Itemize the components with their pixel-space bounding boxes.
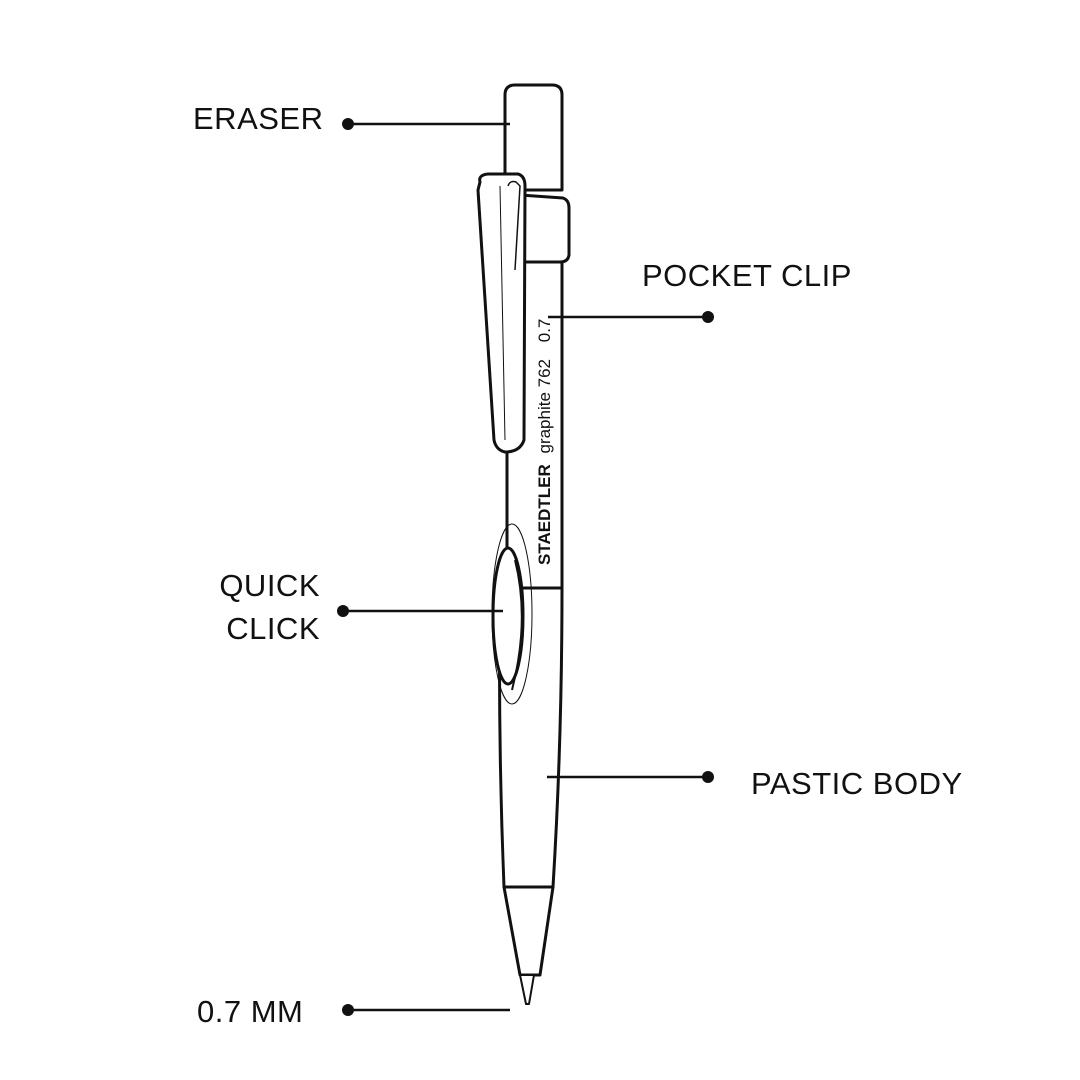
pocket-clip xyxy=(476,172,527,454)
tip-cone xyxy=(502,885,555,977)
quick-click-label-line2: CLICK xyxy=(226,611,320,646)
pocket-clip-label: POCKET CLIP xyxy=(642,258,852,293)
barrel-print: STAEDTLER graphite 762 0.7 xyxy=(535,319,554,565)
quick-click-dot xyxy=(337,605,349,617)
lead-sleeve xyxy=(519,974,535,1005)
plastic-body-label: PASTIC BODY xyxy=(751,766,963,801)
quick-click-label-line1: QUICK xyxy=(219,568,320,603)
eraser-cap xyxy=(503,83,564,192)
quick-click-label: QUICK CLICK xyxy=(219,564,320,650)
quick-click-button xyxy=(491,546,525,686)
lead-size-label: 0.7 MM xyxy=(197,994,304,1029)
body-dot xyxy=(702,771,714,783)
pocket-clip-dot xyxy=(702,311,714,323)
eraser-label: ERASER xyxy=(193,101,324,136)
lead-dot xyxy=(342,1004,354,1016)
eraser-dot xyxy=(342,118,354,130)
clip-collar xyxy=(518,193,571,264)
